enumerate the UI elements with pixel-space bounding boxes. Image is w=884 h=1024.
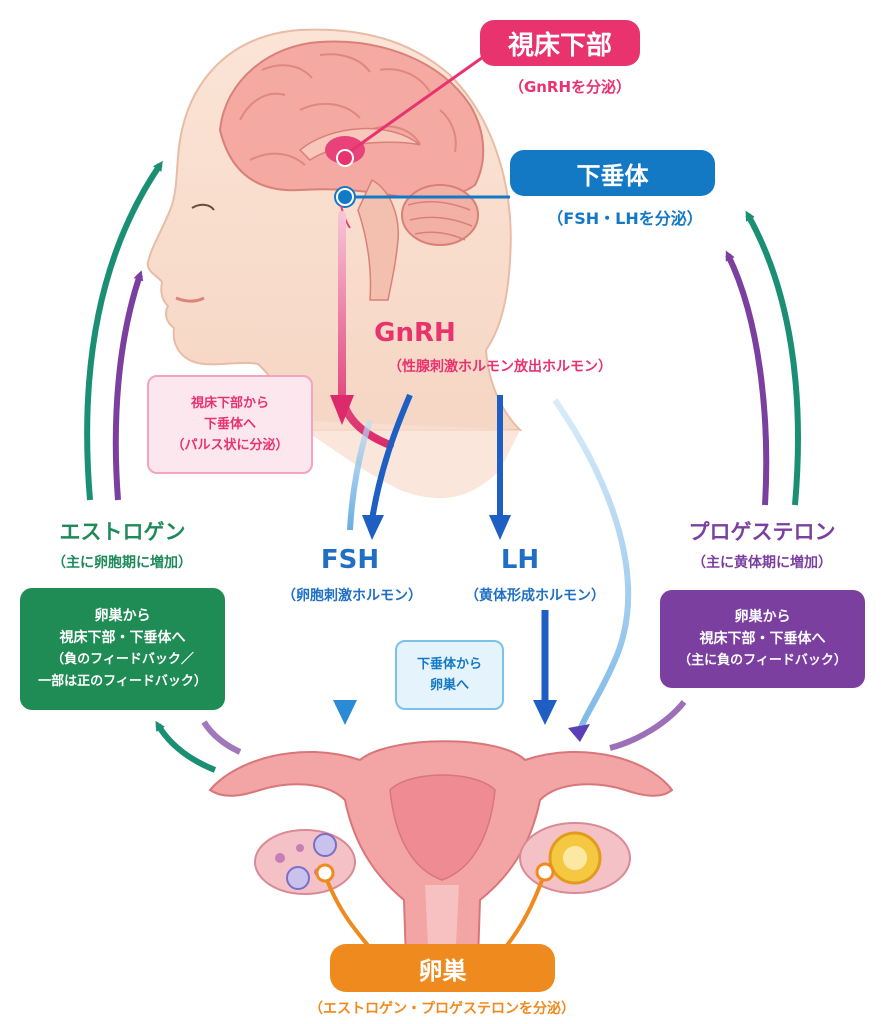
progesterone-feedback-arrows [609, 210, 801, 751]
lh-sub: （黄体形成ホルモン） [465, 588, 605, 604]
pituitary-title: 下垂体 [576, 161, 649, 190]
progesterone-box-line-2: 視床下部・下垂体へ [699, 631, 826, 647]
uterus-illustration [208, 740, 674, 961]
pituitary-sub: （FSH・LHを分泌） [547, 209, 703, 228]
progesterone-title: プロゲステロン [688, 520, 836, 544]
estrogen-title: エストロゲン [59, 520, 186, 544]
hypothalamus-title: 視床下部 [507, 30, 612, 61]
ovary-sub: （エストロゲン・プロゲステロンを分泌） [309, 1001, 575, 1017]
pituitary-down-arrows [347, 393, 511, 540]
progesterone-sub: （主に黄体期に増加） [692, 555, 832, 571]
hypothalamus-label: 視床下部 [480, 20, 640, 66]
estrogen-box-line-1: 卵巣から [94, 608, 151, 624]
estrogen-sub: （主に卵胞期に増加） [52, 555, 192, 571]
progesterone-box-line-1: 卵巣から [734, 609, 791, 625]
pituitary-label: 下垂体 [510, 150, 715, 196]
progesterone-feedback-box: 卵巣から 視床下部・下垂体へ （主に負のフィードバック） [660, 590, 865, 688]
fsh-sub: （卵胞刺激ホルモン） [282, 588, 422, 604]
pulse-note-box: 視床下部から 下垂体へ （パルス状に分泌） [147, 375, 313, 474]
ovary-title: 卵巣 [418, 956, 467, 985]
progesterone-box-line-3: （主に負のフィードバック） [678, 653, 847, 668]
estrogen-box-line-2: 視床下部・下垂体へ [59, 630, 186, 646]
hypothalamus-sub: （GnRHを分泌） [508, 78, 632, 96]
fsh-title: FSH [320, 545, 380, 575]
fsh-lh-to-ovary-arrows [333, 398, 632, 742]
estrogen-feedback-box: 卵巣から 視床下部・下垂体へ （負のフィードバック／ 一部は正のフィードバック） [20, 588, 225, 710]
pulse-note-line-1: 視床下部から [190, 396, 269, 411]
gnrh-sub: （性腺刺激ホルモン放出ホルモン） [388, 359, 612, 375]
pulse-note-line-2: 下垂体へ [203, 417, 256, 432]
hypothalamus-leader [344, 43, 501, 157]
ovary-label: 卵巣 [330, 944, 555, 992]
pulse-note-line-3: （パルス状に分泌） [171, 438, 289, 453]
gnrh-arrow [330, 211, 394, 449]
gnrh-title: GnRH [374, 318, 456, 348]
pituitary-ovary-note-line-2: 卵巣へ [429, 678, 469, 693]
pituitary-ovary-note-box: 下垂体から 卵巣へ [395, 640, 504, 710]
estrogen-box-line-3: （負のフィードバック／ [51, 652, 194, 667]
pituitary-ovary-note-line-1: 下垂体から [416, 657, 482, 672]
estrogen-feedback-arrows [84, 160, 242, 773]
estrogen-box-line-4: 一部は正のフィードバック） [38, 674, 207, 689]
head-illustration [146, 28, 523, 499]
lh-title: LH [500, 545, 540, 575]
